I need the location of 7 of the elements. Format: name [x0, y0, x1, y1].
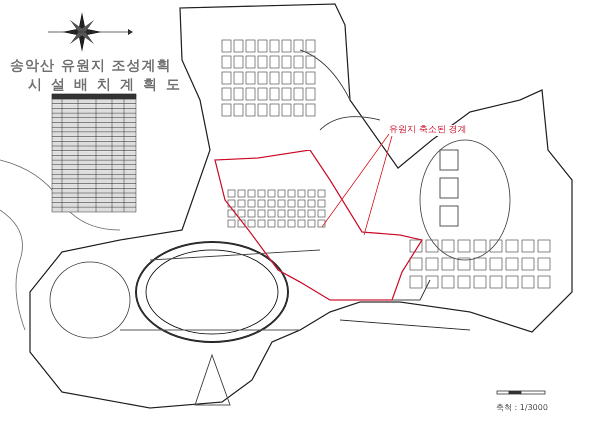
leader-line [322, 134, 390, 228]
title: 송악산 유원지 조성계획 [10, 57, 172, 75]
subtitle: 시설배치계획도 [28, 76, 189, 94]
leader-line [364, 136, 392, 236]
scale-label: 축척 : 1/3000 [496, 402, 548, 413]
callout-label: 유원지 축소된 경계 [389, 125, 467, 136]
boundary-outline [212, 150, 424, 302]
